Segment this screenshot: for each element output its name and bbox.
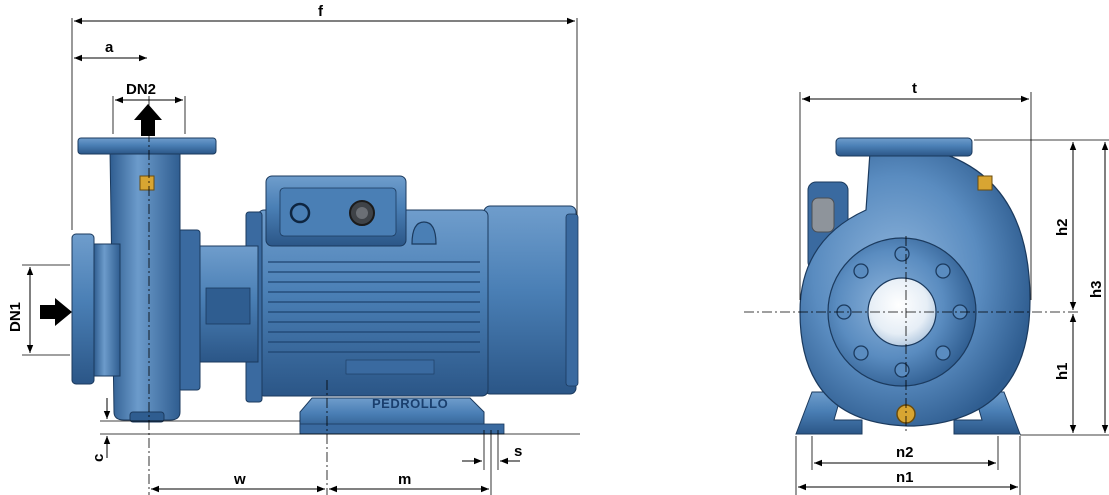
label-m: m bbox=[398, 471, 411, 488]
brand-logo: PEDROLLO bbox=[372, 396, 448, 411]
label-h2: h2 bbox=[1054, 218, 1071, 236]
label-dn1: DN1 bbox=[7, 302, 24, 332]
label-c: c bbox=[90, 454, 107, 462]
label-s: s bbox=[514, 443, 522, 460]
label-h1: h1 bbox=[1054, 362, 1071, 380]
label-n2: n2 bbox=[896, 444, 914, 461]
label-w: w bbox=[233, 471, 246, 488]
label-n1: n1 bbox=[896, 469, 914, 486]
front-view bbox=[795, 137, 1031, 435]
label-h3: h3 bbox=[1088, 280, 1105, 298]
label-f: f bbox=[318, 3, 324, 20]
label-dn2: DN2 bbox=[126, 81, 156, 98]
side-view: PEDROLLO bbox=[40, 104, 579, 435]
label-a: a bbox=[105, 39, 114, 56]
label-t: t bbox=[912, 80, 917, 97]
